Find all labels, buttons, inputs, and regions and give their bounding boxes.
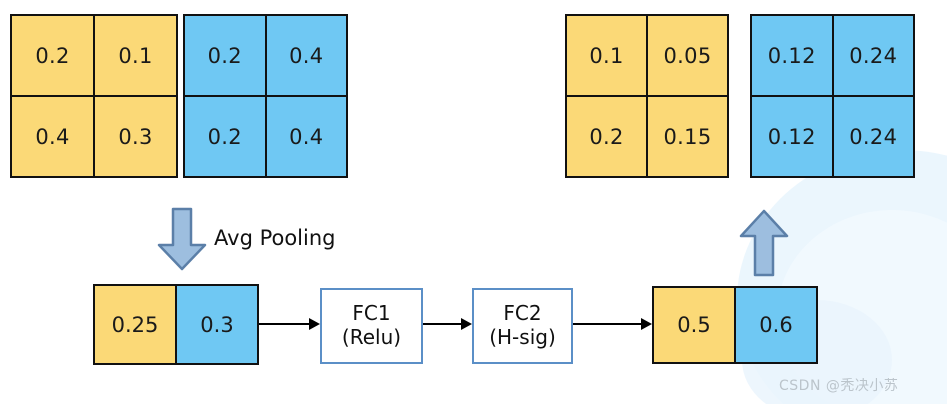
pooled-vector: 0.25 0.3 [93,284,259,365]
matrix-cell: 0.1 [567,16,646,95]
matrix-cell: 0.12 [752,97,832,176]
matrix-cell: 0.24 [833,16,913,95]
fc2-line-1: FC2 [503,301,542,326]
arrow-fc2-to-weights [573,318,652,330]
vector-cell: 0.3 [177,286,257,363]
output-feature-map-channel-2: 0.12 0.24 0.12 0.24 [750,14,915,178]
vector-cell: 0.5 [654,288,734,362]
arrow-head [461,318,472,330]
down-block-arrow [155,207,209,271]
matrix-cell: 0.05 [648,16,727,95]
matrix-cell: 0.15 [648,97,727,176]
input-feature-map-channel-2: 0.2 0.4 0.2 0.4 [183,14,348,178]
fc1-line-1: FC1 [352,301,391,326]
fc2-block[interactable]: FC2 (H-sig) [472,288,573,364]
matrix-cell: 0.4 [12,97,93,176]
arrow-fc1-to-fc2 [423,318,472,330]
matrix-cell: 0.4 [266,16,346,95]
matrix-cell: 0.4 [266,97,346,176]
input-feature-map-channel-1: 0.2 0.1 0.4 0.3 [10,14,178,178]
matrix-cell: 0.1 [95,16,176,95]
avg-pooling-label: Avg Pooling [214,226,336,250]
arrow-shaft [259,323,309,325]
arrow-pooled-to-fc1 [259,318,320,330]
matrix-cell: 0.24 [833,97,913,176]
matrix-cell: 0.2 [185,16,265,95]
fc2-line-2: (H-sig) [489,325,556,349]
arrow-shaft [423,323,461,325]
fc1-block[interactable]: FC1 (Relu) [320,288,423,364]
arrow-head [309,318,320,330]
arrow-shaft [573,323,641,325]
output-feature-map-channel-1: 0.1 0.05 0.2 0.15 [565,14,729,178]
matrix-cell: 0.3 [95,97,176,176]
vector-cell: 0.6 [736,288,816,362]
csdn-watermark: CSDN @秃决小苏 [779,378,899,394]
matrix-cell: 0.2 [12,16,93,95]
matrix-cell: 0.12 [752,16,832,95]
fc1-line-2: (Relu) [341,325,402,349]
up-block-arrow [737,208,791,278]
vector-cell: 0.25 [95,286,175,363]
arrow-head [641,318,652,330]
matrix-cell: 0.2 [567,97,646,176]
excitation-weights-vector: 0.5 0.6 [652,286,818,364]
matrix-cell: 0.2 [185,97,265,176]
